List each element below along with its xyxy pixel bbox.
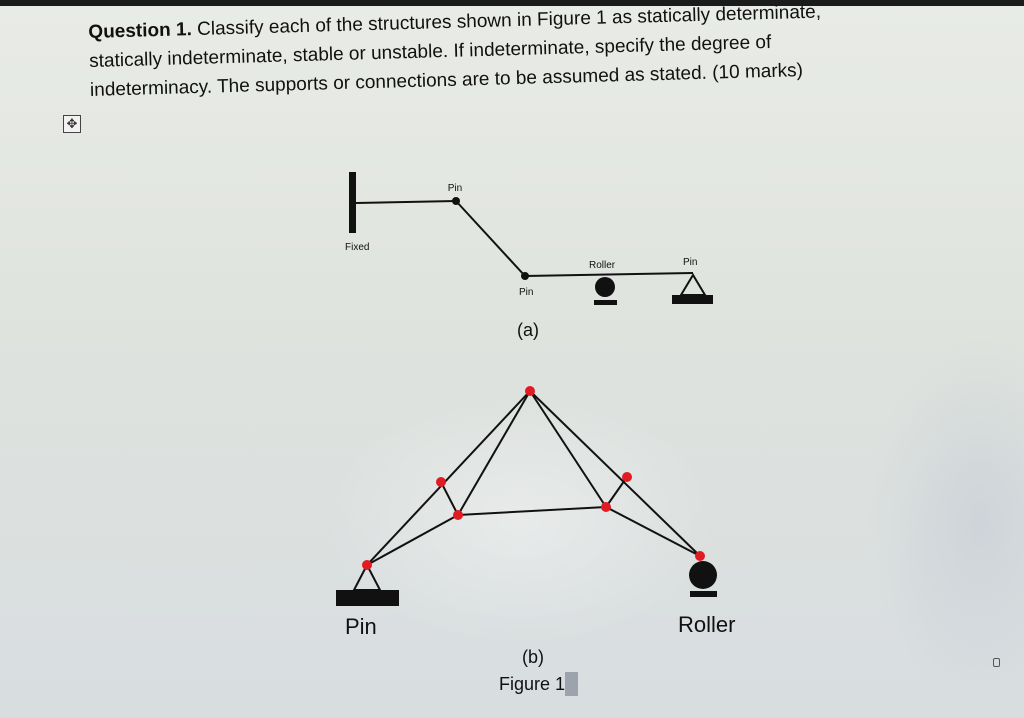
pin-support-a [679,273,707,296]
joint-left-support [362,560,372,570]
move-icon[interactable]: ✥ [63,115,81,133]
pin-support-base-a [672,295,713,304]
member-b-right-lower [605,506,701,557]
joint-right-upper [622,472,632,482]
joint-left-upper [436,477,446,487]
figure-caption-prefix: Figure [499,674,555,694]
member-b-right-inner [529,390,607,508]
label-pin-bottom: Pin [519,287,533,298]
joint-apex [525,386,535,396]
pin-support-base-b [336,590,399,606]
member-b-tie [457,506,607,516]
label-pin-top: Pin [448,183,462,194]
member-b-left-lower [366,514,459,566]
roller-base-a [594,300,617,305]
label-pin-right: Pin [683,257,697,268]
cursor-mark [993,658,1000,667]
roller-base-b [690,591,717,597]
joint-right-inner [601,502,611,512]
label-pin-b: Pin [345,614,377,639]
roller-support-b [689,561,717,589]
label-roller-a: Roller [589,260,616,271]
member-b-left-strut [440,481,459,516]
pin-joint-top [452,197,460,205]
label-roller-b: Roller [678,612,735,637]
member-b-right-strut [605,476,628,508]
joint-left-inner [453,510,463,520]
label-fixed: Fixed [345,242,369,253]
member-b-left-outer [366,390,531,566]
member-a1 [355,200,457,204]
roller-support-a [595,277,615,297]
member-a2 [455,200,526,277]
pin-joint-bottom [521,272,529,280]
figure-caption: Figure 1 [499,674,565,694]
fixed-support-wall [349,172,356,233]
member-a3 [524,272,694,277]
caption-b: (b) [522,647,544,667]
caption-a: (a) [517,320,539,340]
figure-caption-number: 1 [555,674,565,694]
figure-number-highlight [565,672,578,696]
figure-a: Pin Fixed Pin Roller Pin (a) [345,172,713,340]
screen-edge [0,0,1024,6]
member-b-right-outer [529,390,701,557]
joint-right-support [695,551,705,561]
figure-b: Pin Roller (b) [336,386,735,667]
member-b-left-inner [457,390,531,516]
